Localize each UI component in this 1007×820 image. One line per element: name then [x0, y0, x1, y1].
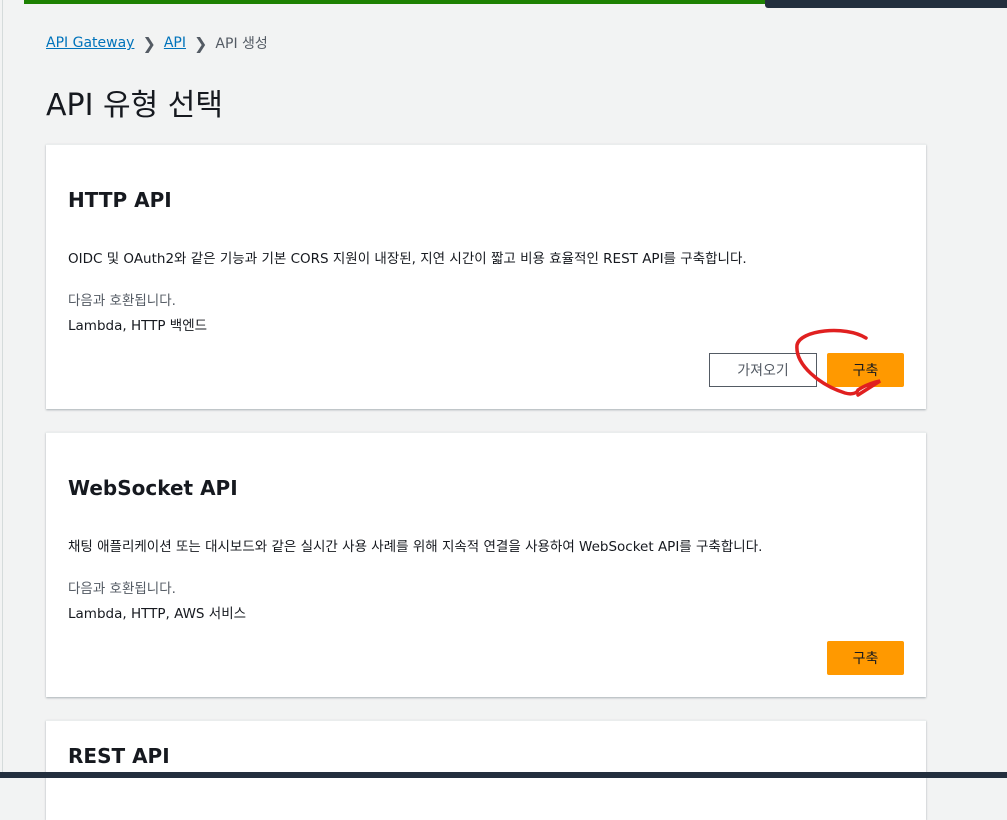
- build-button[interactable]: 구축: [827, 641, 904, 675]
- compat-label: 다음과 호환됩니다.: [68, 293, 176, 309]
- compat-list: Lambda, HTTP 백엔드: [68, 318, 208, 334]
- card-title: WebSocket API: [68, 476, 238, 500]
- chevron-right-icon: ❯: [142, 33, 156, 53]
- compat-list: Lambda, HTTP, AWS 서비스: [68, 606, 247, 622]
- compat-label: 다음과 호환됩니다.: [68, 581, 176, 597]
- card-description: OIDC 및 OAuth2와 같은 기능과 기본 CORS 지원이 내장된, 지…: [68, 251, 747, 267]
- import-button[interactable]: 가져오기: [709, 353, 817, 387]
- card-title: REST API: [68, 744, 170, 768]
- breadcrumb-api[interactable]: API: [163, 35, 187, 51]
- page-title: API 유형 선택: [46, 88, 223, 123]
- http-api-card: HTTP API OIDC 및 OAuth2와 같은 기능과 기본 CORS 지…: [46, 144, 926, 409]
- card-description: 채팅 애플리케이션 또는 대시보드와 같은 실시간 사용 사례를 위해 지속적 …: [68, 539, 763, 555]
- breadcrumb-current: API 생성: [215, 36, 268, 52]
- bottom-taskbar: [0, 772, 1007, 778]
- top-dark-panel: [765, 0, 1007, 8]
- card-title: HTTP API: [68, 188, 172, 212]
- breadcrumb-api-gateway[interactable]: API Gateway: [46, 35, 135, 51]
- success-flash-bar: [24, 0, 765, 4]
- page-border: [2, 0, 3, 778]
- rest-api-card: REST API: [46, 720, 926, 820]
- breadcrumb: API Gateway ❯ API ❯ API 생성: [46, 33, 268, 53]
- chevron-right-icon: ❯: [194, 33, 208, 53]
- build-button[interactable]: 구축: [827, 353, 904, 387]
- websocket-api-card: WebSocket API 채팅 애플리케이션 또는 대시보드와 같은 실시간 …: [46, 432, 926, 697]
